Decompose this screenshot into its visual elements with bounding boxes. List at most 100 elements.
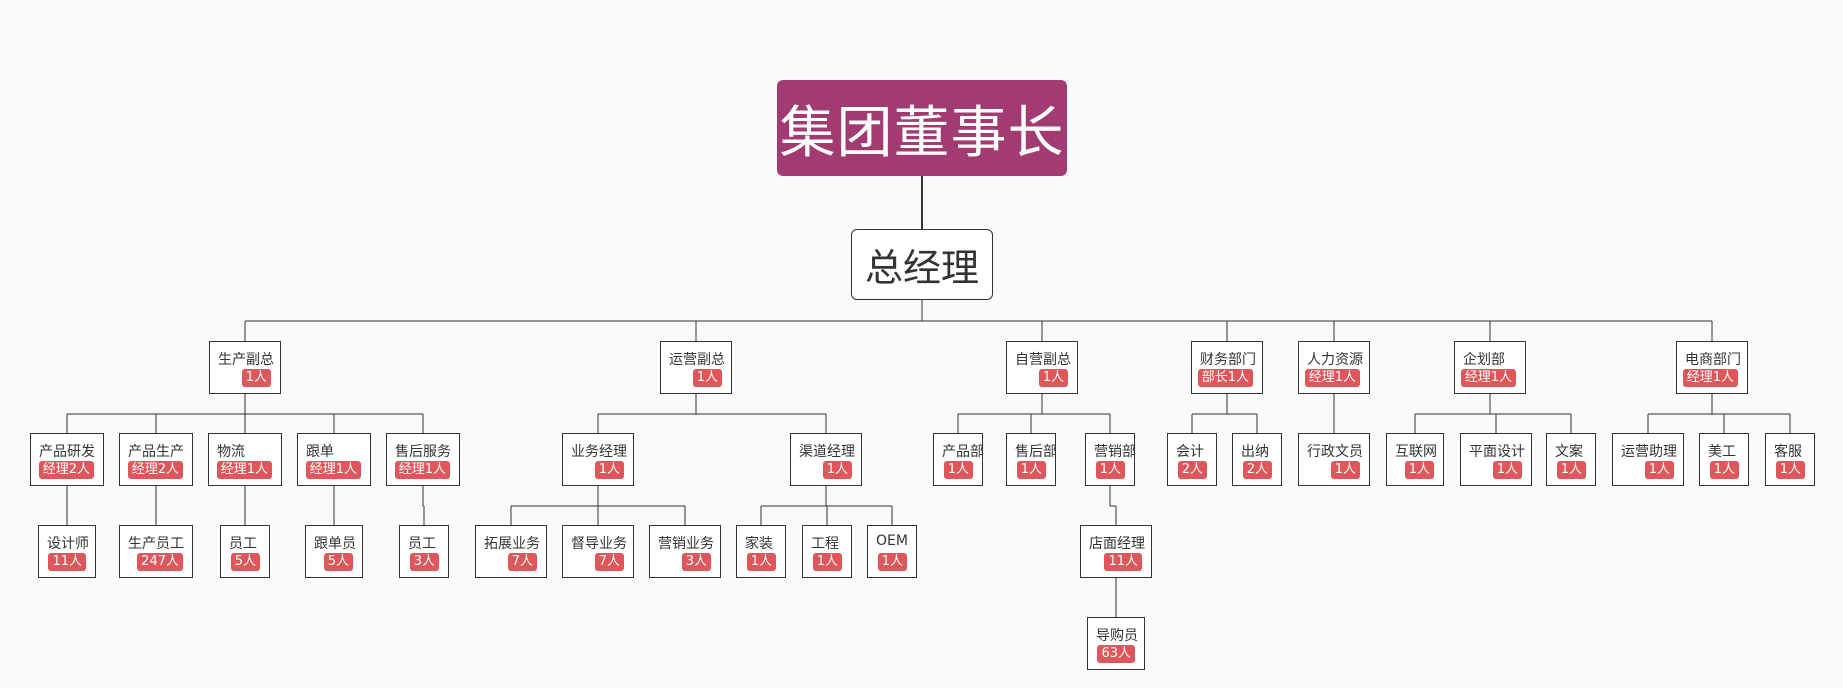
org-node-name: 业务经理 (571, 444, 627, 460)
org-node-name: 渠道经理 (799, 444, 855, 460)
org-node-headcount-badge: 部长1人 (1197, 369, 1253, 387)
org-node-ds[interactable]: 电商部门经理1人 (1676, 341, 1748, 394)
org-node-headcount-badge: 1人 (1644, 461, 1674, 479)
org-node-name: 出纳 (1241, 444, 1269, 460)
org-node-cpsc[interactable]: 产品生产经理2人 (119, 433, 193, 486)
org-node-name: 产品研发 (39, 444, 95, 460)
org-node-headcount-badge: 经理2人 (127, 461, 183, 479)
org-node-headcount-badge: 1人 (1038, 369, 1068, 387)
org-node-headcount-badge: 经理1人 (305, 461, 361, 479)
org-node-headcount-badge: 5人 (323, 553, 353, 571)
org-node-name: 自营副总 (1015, 352, 1071, 368)
org-node-name: 拓展业务 (484, 536, 540, 552)
org-node-name: 店面经理 (1089, 536, 1145, 552)
org-node-name: 行政文员 (1307, 444, 1363, 460)
org-node-wl[interactable]: 物流经理1人 (208, 433, 282, 486)
org-node-name: 工程 (811, 536, 839, 552)
root-node-label: 集团董事长 (779, 100, 1065, 166)
org-node-name: 运营副总 (669, 352, 725, 368)
org-node-headcount-badge: 1人 (1492, 461, 1522, 479)
org-node-name: 员工 (229, 536, 257, 552)
org-node-name: OEM (876, 533, 908, 549)
org-node-headcount-badge: 1人 (1709, 461, 1739, 479)
org-node-headcount-badge: 247人 (137, 553, 183, 571)
org-node-name: 跟单 (306, 444, 334, 460)
org-node-name: 跟单员 (314, 536, 356, 552)
org-node-headcount-badge: 1人 (812, 553, 842, 571)
org-node-rl[interactable]: 人力资源经理1人 (1298, 341, 1370, 394)
org-node-cpyf[interactable]: 产品研发经理2人 (30, 433, 104, 486)
general-manager-node[interactable]: 总经理 (851, 229, 993, 300)
org-node-name: 物流 (217, 444, 245, 460)
org-node-shfw[interactable]: 售后服务经理1人 (386, 433, 460, 486)
org-node-headcount-badge: 1人 (1095, 461, 1125, 479)
org-node-name: 产品生产 (128, 444, 184, 460)
org-node-gd[interactable]: 跟单经理1人 (297, 433, 371, 486)
org-node-name: 设计师 (47, 536, 89, 552)
org-node-qh[interactable]: 企划部经理1人 (1454, 341, 1526, 394)
org-node-headcount-badge: 2人 (1242, 461, 1272, 479)
org-node-headcount-badge: 63人 (1097, 645, 1135, 663)
org-node-cw[interactable]: 财务部门部长1人 (1191, 341, 1263, 394)
root-node-chairman[interactable]: 集团董事长 (777, 80, 1067, 176)
org-node-name: 文案 (1555, 444, 1583, 460)
org-node-headcount-badge: 1人 (822, 461, 852, 479)
org-node-headcount-badge: 3人 (409, 553, 439, 571)
org-node-headcount-badge: 经理1人 (216, 461, 272, 479)
org-node-headcount-badge: 11人 (1104, 553, 1142, 571)
org-node-headcount-badge: 经理1人 (1460, 369, 1516, 387)
org-node-name: 营销业务 (658, 536, 714, 552)
org-node-name: 美工 (1708, 444, 1736, 460)
org-node-name: 家装 (745, 536, 773, 552)
org-node-headcount-badge: 1人 (692, 369, 722, 387)
org-node-name: 平面设计 (1469, 444, 1525, 460)
org-node-headcount-badge: 11人 (48, 553, 86, 571)
org-node-name: 客服 (1774, 444, 1802, 460)
org-node-headcount-badge: 经理1人 (394, 461, 450, 479)
org-node-headcount-badge: 1人 (746, 553, 776, 571)
org-node-name: 会计 (1176, 444, 1204, 460)
org-node-headcount-badge: 2人 (1177, 461, 1207, 479)
org-node-headcount-badge: 1人 (1330, 461, 1360, 479)
org-node-headcount-badge: 1人 (943, 461, 973, 479)
org-node-name: 财务部门 (1200, 352, 1256, 368)
org-node-name: 营销部 (1094, 444, 1136, 460)
org-node-headcount-badge: 经理1人 (1682, 369, 1738, 387)
org-node-headcount-badge: 1人 (1016, 461, 1046, 479)
org-node-headcount-badge: 1人 (1404, 461, 1434, 479)
org-node-name: 企划部 (1463, 352, 1505, 368)
org-node-name: 电商部门 (1685, 352, 1741, 368)
org-node-name: 导购员 (1096, 628, 1138, 644)
